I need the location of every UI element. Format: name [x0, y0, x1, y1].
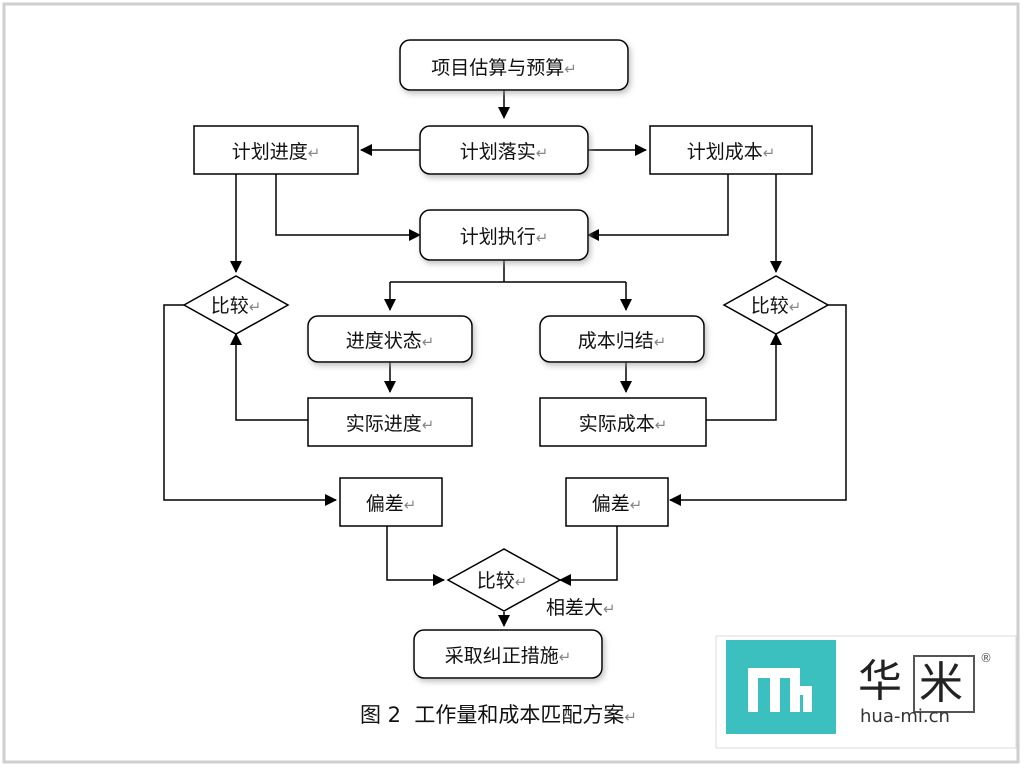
edge-execute-split — [390, 260, 626, 283]
svg-text:采取纠正措施↵: 采取纠正措施↵ — [445, 645, 572, 667]
svg-text:实际进度↵: 实际进度↵ — [346, 413, 435, 435]
svg-text:实际成本↵: 实际成本↵ — [579, 413, 668, 435]
edge-actual-schedule-to-compare — [230, 333, 308, 421]
node-cost-collection: 成本归结↵ — [539, 315, 705, 363]
svg-text:项目估算与预算↵: 项目估算与预算↵ — [431, 57, 577, 79]
node-plan-cost: 计划成本↵ — [649, 125, 813, 175]
node-schedule-status: 进度状态↵ — [307, 315, 473, 363]
edge-label-large-difference: 相差大↵ — [546, 597, 616, 619]
svg-text:偏差↵: 偏差↵ — [366, 493, 417, 515]
node-plan-execute: 计划执行↵ — [419, 209, 589, 261]
edges — [163, 90, 847, 627]
svg-text:计划进度↵: 计划进度↵ — [232, 141, 321, 163]
svg-text:比较↵: 比较↵ — [477, 570, 528, 592]
watermark-logo-icon — [748, 668, 812, 712]
svg-text:比较↵: 比较↵ — [751, 295, 802, 317]
node-compare-left: 比较↵ — [182, 275, 290, 335]
edge-actual-cost-to-compare — [706, 333, 782, 421]
watermark-brand-2-box — [913, 655, 975, 713]
svg-text:计划成本↵: 计划成本↵ — [687, 141, 776, 163]
svg-text:比较↵: 比较↵ — [211, 295, 262, 317]
watermark-brand-1: 华 — [858, 656, 902, 707]
svg-text:进度状态↵: 进度状态↵ — [346, 330, 435, 352]
watermark: 华 米 ® hua-mi.cn — [715, 635, 1017, 749]
edge-deviation-left-to-compare — [386, 525, 445, 586]
edge-deviation-right-to-compare — [559, 525, 618, 586]
node-deviation-right: 偏差↵ — [565, 477, 669, 527]
edge-compare-right-to-deviation — [669, 304, 847, 506]
node-corrective-action: 采取纠正措施↵ — [413, 629, 603, 679]
svg-text:成本归结↵: 成本归结↵ — [578, 330, 667, 352]
figure-caption: 图 2 工作量和成本匹配方案↵ — [360, 703, 637, 727]
watermark-brand-2: 米 — [919, 658, 963, 709]
node-compare-bottom: 比较↵ — [446, 548, 562, 612]
watermark-url: hua-mi.cn — [860, 706, 950, 727]
svg-text:计划落实↵: 计划落实↵ — [460, 141, 549, 163]
node-actual-schedule: 实际进度↵ — [307, 397, 473, 447]
node-plan-schedule: 计划进度↵ — [193, 125, 359, 175]
node-compare-right: 比较↵ — [722, 275, 830, 335]
edge-compare-left-to-deviation — [163, 304, 337, 506]
edge-schedule-to-execute — [275, 174, 421, 241]
node-plan-implement: 计划落实↵ — [419, 125, 589, 175]
watermark-logo-tile — [726, 640, 836, 734]
node-estimate-budget: 项目估算与预算↵ — [399, 39, 629, 91]
watermark-registered-mark: ® — [980, 651, 992, 665]
edge-cost-to-execute — [587, 174, 729, 241]
svg-text:计划执行↵: 计划执行↵ — [460, 226, 549, 248]
node-deviation-left: 偏差↵ — [339, 477, 443, 527]
svg-text:偏差↵: 偏差↵ — [592, 493, 643, 515]
node-actual-cost: 实际成本↵ — [539, 397, 707, 447]
